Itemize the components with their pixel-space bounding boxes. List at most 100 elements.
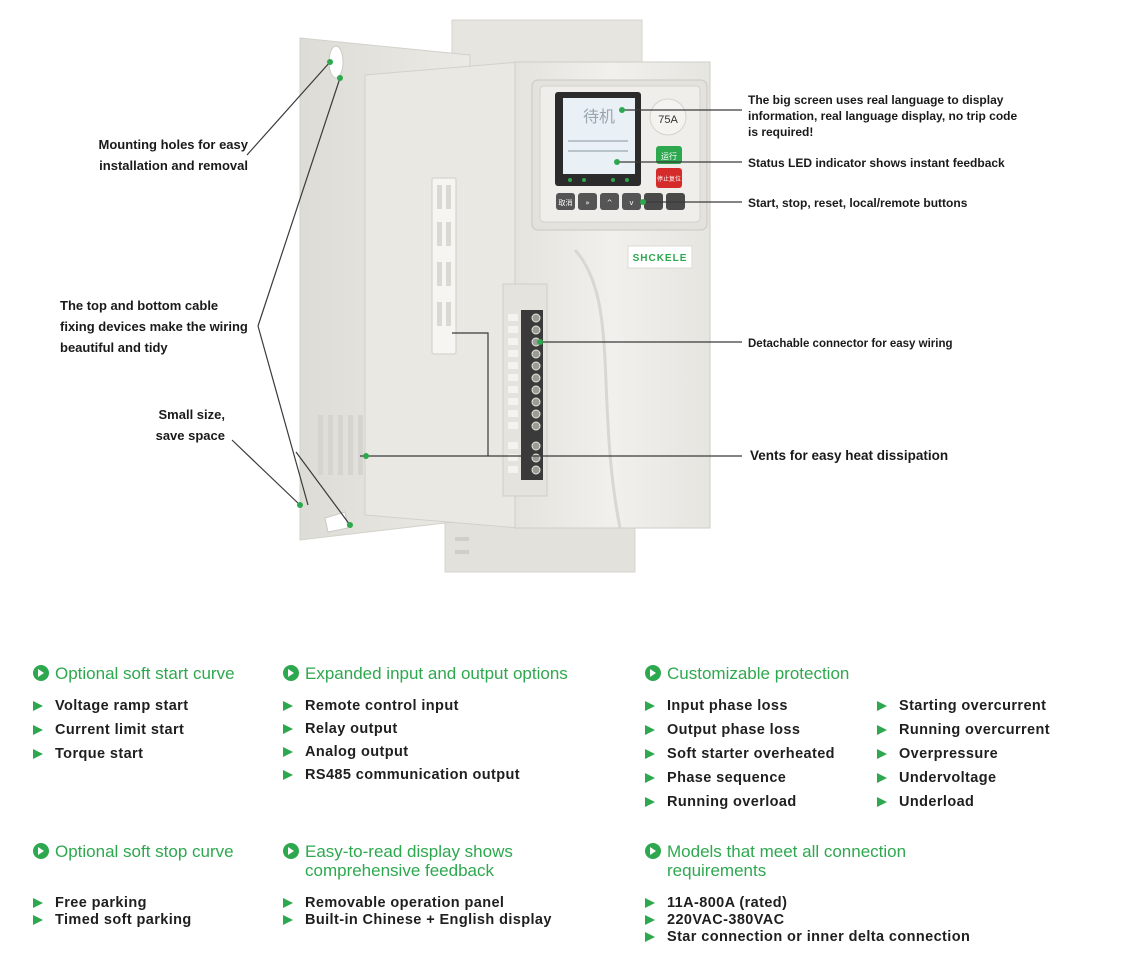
list-item-label: RS485 communication output <box>305 766 521 783</box>
arrow-icon <box>33 701 55 711</box>
terminal-screw <box>531 397 541 407</box>
arrow-icon <box>283 746 305 757</box>
bullet-icon <box>283 843 299 859</box>
list-item-label: Current limit start <box>55 722 185 738</box>
arrow-icon <box>283 897 305 908</box>
keypad-key-label: v <box>629 199 633 207</box>
list-item-label: Input phase loss <box>667 698 788 714</box>
list-item: Starting overcurrent <box>877 694 1050 718</box>
list-item: 11A-800A (rated) <box>645 894 970 911</box>
io-title: Expanded input and output options <box>305 664 568 683</box>
list-item-label: Relay output <box>305 720 398 737</box>
list-item: Torque start <box>33 742 188 766</box>
arrow-icon <box>877 701 899 711</box>
rating-label: 75A <box>658 114 678 126</box>
section-title-protection: Customizable protection <box>645 664 849 683</box>
list-item-label: Soft starter overheated <box>667 746 835 762</box>
list-item-label: Overpressure <box>899 746 999 762</box>
list-item-label: Removable operation panel <box>305 894 505 911</box>
terminal-label-plate <box>508 350 518 357</box>
terminal-label-plate <box>508 442 518 449</box>
callout-buttons: Start, stop, reset, local/remote buttons <box>748 196 968 210</box>
arrow-icon <box>33 914 55 925</box>
terminal-label-plate <box>508 338 518 345</box>
callout-led: Status LED indicator shows instant feedb… <box>748 156 1005 170</box>
list-item-label: Free parking <box>55 894 147 911</box>
list-item-label: Starting overcurrent <box>899 698 1047 714</box>
keypad-key[interactable] <box>556 193 575 210</box>
terminal-screw <box>531 409 541 419</box>
callout-cable: The top and bottom cable fixing devices … <box>60 298 248 355</box>
run-button[interactable] <box>656 146 682 164</box>
arrow-icon <box>645 749 667 759</box>
list-item-label: 220VAC-380VAC <box>667 911 785 928</box>
arrow-icon <box>877 773 899 783</box>
terminal-label-plate <box>508 466 518 473</box>
list-item: Overpressure <box>877 742 1050 766</box>
list-item-label: Torque start <box>55 746 144 762</box>
arrow-icon <box>645 797 667 807</box>
list-item: Running overload <box>645 790 835 814</box>
arrow-icon <box>645 773 667 783</box>
terminal-screw <box>531 465 541 475</box>
arrow-icon <box>645 914 667 925</box>
terminal-label-plate <box>508 386 518 393</box>
list-item-label: Analog output <box>305 743 409 760</box>
soft-starter-illustration: 待机 75A 运行 停止复位 取消»^v SHCKELE <box>231 19 742 573</box>
terminal-label-plate <box>508 314 518 321</box>
list-item: Star connection or inner delta connectio… <box>645 928 970 945</box>
stop-reset-button[interactable] <box>656 168 682 188</box>
list-item-label: Timed soft parking <box>55 911 192 928</box>
list-item: RS485 communication output <box>283 763 520 786</box>
keypad-key[interactable] <box>578 193 597 210</box>
list-item-label: Underload <box>899 794 975 810</box>
list-item: Current limit start <box>33 718 188 742</box>
keypad-key[interactable] <box>622 193 641 210</box>
list-item: Removable operation panel <box>283 894 552 911</box>
list-item-label: Built-in Chinese + English display <box>305 911 552 928</box>
terminal-label-plate <box>508 398 518 405</box>
keypad-key-label: ^ <box>607 199 613 207</box>
list-item: Output phase loss <box>645 718 835 742</box>
list-item-label: Undervoltage <box>899 770 997 786</box>
callout-connector: Detachable connector for easy wiring <box>748 338 953 350</box>
list-item: Running overcurrent <box>877 718 1050 742</box>
bullet-icon <box>33 843 49 859</box>
list-item-label: Running overcurrent <box>899 722 1050 738</box>
stop-button-label: 停止复位 <box>657 175 681 183</box>
arrow-icon <box>645 931 667 942</box>
arrow-icon <box>283 700 305 711</box>
soft-start-title: Optional soft start curve <box>55 664 235 683</box>
arrow-icon <box>645 897 667 908</box>
bullet-icon <box>33 665 49 681</box>
arrow-icon <box>877 749 899 759</box>
keypad-key[interactable] <box>600 193 619 210</box>
bullet-icon <box>645 843 661 859</box>
terminal-label-plate <box>508 374 518 381</box>
section-title-display: Easy-to-read display shows comprehensive… <box>283 842 583 880</box>
protection-title: Customizable protection <box>667 664 850 683</box>
terminal-screw <box>531 349 541 359</box>
callout-small-size: Small size, save space <box>155 407 225 443</box>
terminal-screw <box>531 313 541 323</box>
soft-stop-title: Optional soft stop curve <box>55 842 234 861</box>
list-item: Timed soft parking <box>33 911 192 928</box>
terminal-screw <box>531 325 541 335</box>
run-button-label: 运行 <box>661 151 677 161</box>
list-item-label: Phase sequence <box>667 770 787 786</box>
list-item: 220VAC-380VAC <box>645 911 970 928</box>
display-title: Easy-to-read display shows comprehensive… <box>305 842 513 880</box>
arrow-icon <box>645 701 667 711</box>
list-item: Built-in Chinese + English display <box>283 911 552 928</box>
section-title-soft-start: Optional soft start curve <box>33 664 235 683</box>
bullet-icon <box>645 665 661 681</box>
callout-screen: The big screen uses real language to dis… <box>748 93 1018 139</box>
terminal-screw <box>531 385 541 395</box>
terminal-screw <box>531 441 541 451</box>
list-item-label: Remote control input <box>305 697 459 714</box>
callout-vents: Vents for easy heat dissipation <box>750 448 949 463</box>
list-item: Remote control input <box>283 694 520 717</box>
